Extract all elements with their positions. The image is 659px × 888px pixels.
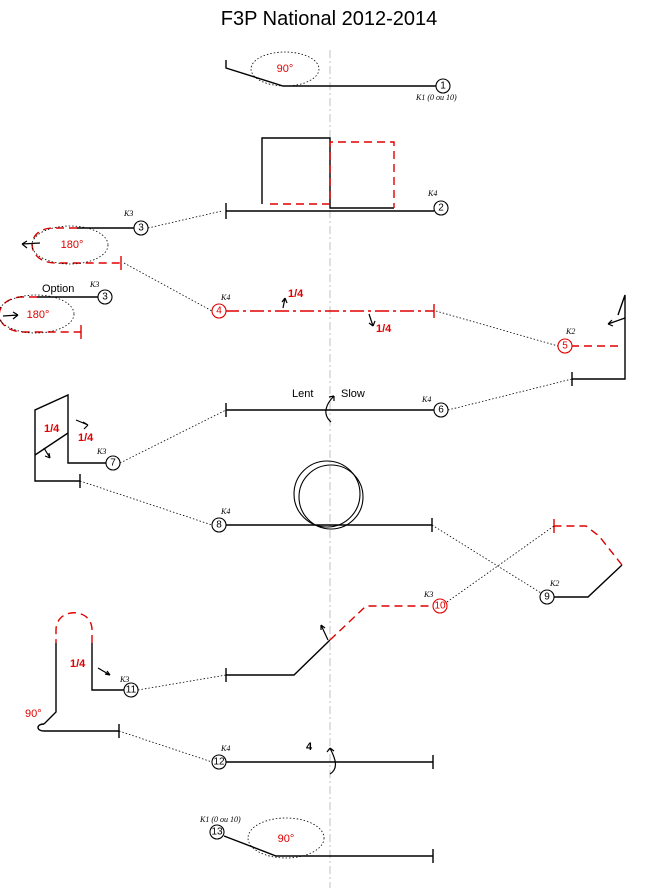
figure-7-k-factor: K3	[96, 447, 106, 456]
figure-8-number: 8	[216, 520, 222, 531]
figure-2: 2 K4	[225, 137, 449, 219]
figure-4-marker	[211, 303, 227, 319]
figure-10-k-factor: K3	[423, 590, 433, 599]
figure-4-k-factor: K4	[220, 293, 230, 302]
page-title: F3P National 2012-2014	[221, 8, 437, 30]
figure-5-number: 5	[562, 341, 568, 352]
figure-13-label: 90°	[278, 833, 295, 845]
figure-1-number: 1	[440, 81, 446, 92]
figure-6-right-text: Slow	[341, 388, 365, 400]
figure-3-option-angle: 180°	[27, 309, 50, 321]
figure-7-label-2: 1/4	[78, 432, 94, 444]
figure-2-k-factor: K4	[427, 189, 437, 198]
figure-3-option-marker	[97, 289, 113, 305]
figure-9-number: 9	[544, 592, 550, 603]
figure-3-number: 3	[138, 223, 144, 234]
figure-9: 9 K2	[539, 519, 623, 605]
figure-6-left-text: Lent	[292, 388, 313, 400]
figure-2-number: 2	[438, 203, 444, 214]
figure-3-k-factor: K3	[123, 209, 133, 218]
figure-12-k-factor: K4	[220, 744, 230, 753]
transition-connectors	[79, 210, 573, 763]
figure-10-number: 10	[434, 601, 446, 612]
figure-3-option-label: Option	[42, 283, 74, 295]
figure-12-label: 4	[306, 741, 313, 753]
figure-6-number: 6	[438, 405, 444, 416]
figure-5: 5 K2	[557, 294, 626, 386]
figure-10-marker	[432, 598, 448, 614]
figure-11-number: 11	[126, 685, 137, 696]
figure-5-k-factor: K2	[565, 327, 575, 336]
figure-2-marker	[433, 200, 449, 216]
figure-8-marker	[211, 517, 227, 533]
figure-13: 90° 13 K1 (0 ou 10)	[199, 815, 434, 863]
figure-9-k-factor: K2	[549, 579, 559, 588]
figure-8-k-factor: K4	[220, 507, 230, 516]
figure-3-option-k-factor: K3	[89, 280, 99, 289]
figure-11-label: 1/4	[70, 658, 86, 670]
figure-9-marker	[539, 589, 555, 605]
figure-4-label-2: 1/4	[376, 323, 392, 335]
figure-4-number: 4	[216, 306, 222, 317]
figure-12: 4 12 K4	[211, 741, 434, 775]
figure-10: 10 K3	[225, 590, 448, 682]
figure-13-number: 13	[211, 827, 223, 838]
figure-3: 180° 3 K3	[21, 209, 149, 270]
figure-4: 1/4 1/4 4 K4	[211, 288, 435, 335]
figure-11: 1/4 90° 11 K3	[25, 612, 139, 738]
figure-1-marker	[435, 78, 451, 94]
figure-13-k-factor: K1 (0 ou 10)	[199, 815, 241, 824]
figure-12-number: 12	[213, 757, 225, 768]
figure-6: Lent Slow 6 K4	[225, 388, 449, 423]
figure-7-label: 1/4	[44, 423, 60, 435]
figure-7-number: 7	[110, 458, 116, 469]
figure-1-k-factor: K1 (0 ou 10)	[415, 93, 457, 102]
figure-1: 90° 1 K1 (0 ou 10)	[225, 51, 457, 102]
figure-6-k-factor: K4	[421, 395, 431, 404]
figure-7: 1/4 1/4 7 K3	[34, 393, 121, 488]
figure-13-marker	[209, 824, 225, 840]
figure-4-label: 1/4	[288, 288, 304, 300]
figure-11-label-2: 90°	[25, 708, 42, 720]
figure-3-option-number: 3	[102, 292, 108, 303]
figure-3-label: 180°	[61, 239, 84, 251]
figure-3-option: Option 180° 3 K3	[0, 280, 113, 339]
figure-11-k-factor: K3	[119, 675, 129, 684]
figure-1-label: 90°	[277, 63, 294, 75]
figure-8: 8 K4	[211, 460, 433, 533]
